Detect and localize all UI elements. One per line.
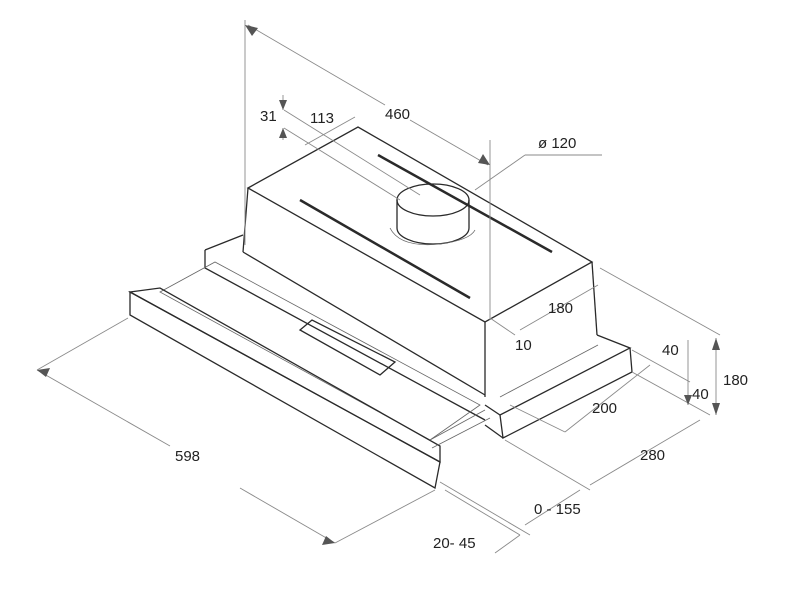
telescopic-drawer	[127, 261, 491, 490]
label-113: 113	[310, 110, 334, 127]
dimension-labels: 460 31 113 ø 120 180 10 40 40 180 200 28…	[175, 106, 748, 552]
label-duct-diameter: ø 120	[538, 135, 576, 152]
label-extension: 0 - 155	[534, 501, 581, 518]
label-460: 460	[385, 106, 410, 123]
label-598: 598	[175, 448, 200, 465]
hood-body	[242, 126, 598, 397]
label-200: 200	[592, 400, 617, 417]
base-frame	[204, 234, 633, 439]
label-10: 10	[515, 337, 532, 354]
dimension-lines	[36, 20, 721, 554]
label-31: 31	[260, 108, 277, 125]
label-180-total: 180	[723, 372, 748, 389]
label-panel-offset: 20- 45	[433, 535, 476, 552]
label-280: 280	[640, 447, 665, 464]
label-40-top: 40	[662, 342, 679, 359]
label-180-box: 180	[548, 300, 573, 317]
label-40-bottom: 40	[692, 386, 709, 403]
